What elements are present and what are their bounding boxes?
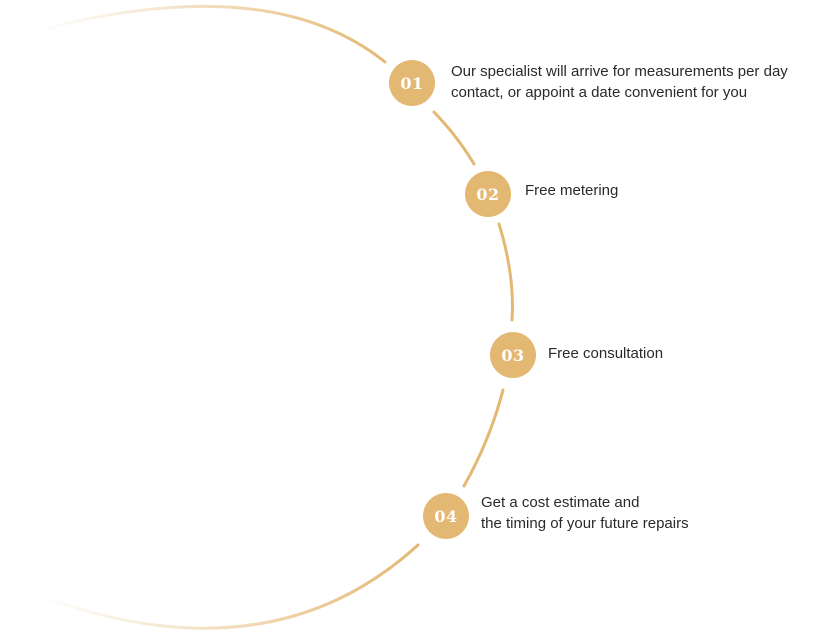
- arc-segment-2-3: [497, 222, 514, 322]
- step-number-04: 04: [423, 493, 469, 539]
- arc-segment-top: [38, 4, 387, 64]
- step-02-line-1: Free metering: [525, 182, 619, 199]
- arc-segment-bottom: [38, 543, 420, 630]
- arc-segment-3-4: [462, 388, 505, 488]
- step-number-01: 01: [389, 60, 435, 106]
- step-01-line-2: contact, or appoint a date convenient fo…: [451, 84, 748, 101]
- step-text-01: Our specialist will arrive for measureme…: [451, 61, 788, 103]
- step-03-line-1: Free consultation: [548, 345, 664, 362]
- step-number-02: 02: [465, 171, 511, 217]
- step-text-04: Get a cost estimate and the timing of yo…: [481, 492, 689, 534]
- step-text-02: Free metering: [525, 180, 618, 201]
- step-number-03: 03: [490, 332, 536, 378]
- step-01-line-1: Our specialist will arrive for measureme…: [451, 63, 788, 80]
- step-04-line-1: Get a cost estimate and: [481, 494, 640, 511]
- step-text-03: Free consultation: [548, 343, 663, 364]
- arc-segment-1-2: [432, 110, 476, 166]
- step-04-line-2: the timing of your future repairs: [481, 515, 689, 532]
